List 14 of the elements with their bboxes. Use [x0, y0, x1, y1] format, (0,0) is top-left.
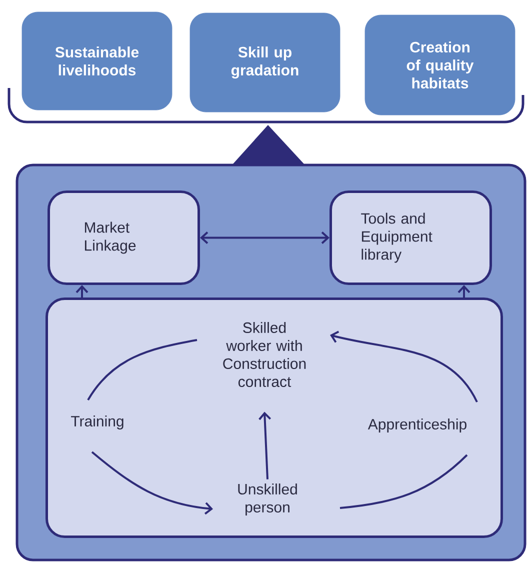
arrow — [200, 232, 330, 244]
arrow — [330, 330, 478, 402]
cycle-label: Training — [71, 416, 124, 430]
process-box: Tools and Equipment library — [330, 190, 492, 285]
cycle-panel — [46, 298, 503, 538]
cycle-label: Apprenticeship — [368, 418, 466, 432]
cycle-label: Skilled worker with Construction contract — [223, 322, 306, 387]
arrow — [258, 412, 272, 480]
goal-box: Sustainable livelihoods — [22, 12, 172, 110]
arrow — [91, 451, 213, 515]
cycle-label: Unskilled person — [238, 484, 297, 516]
goal-box: Creation of quality habitats — [364, 14, 516, 116]
process-box: Market Linkage — [48, 190, 200, 285]
goal-box: Skill up gradation — [190, 12, 340, 112]
